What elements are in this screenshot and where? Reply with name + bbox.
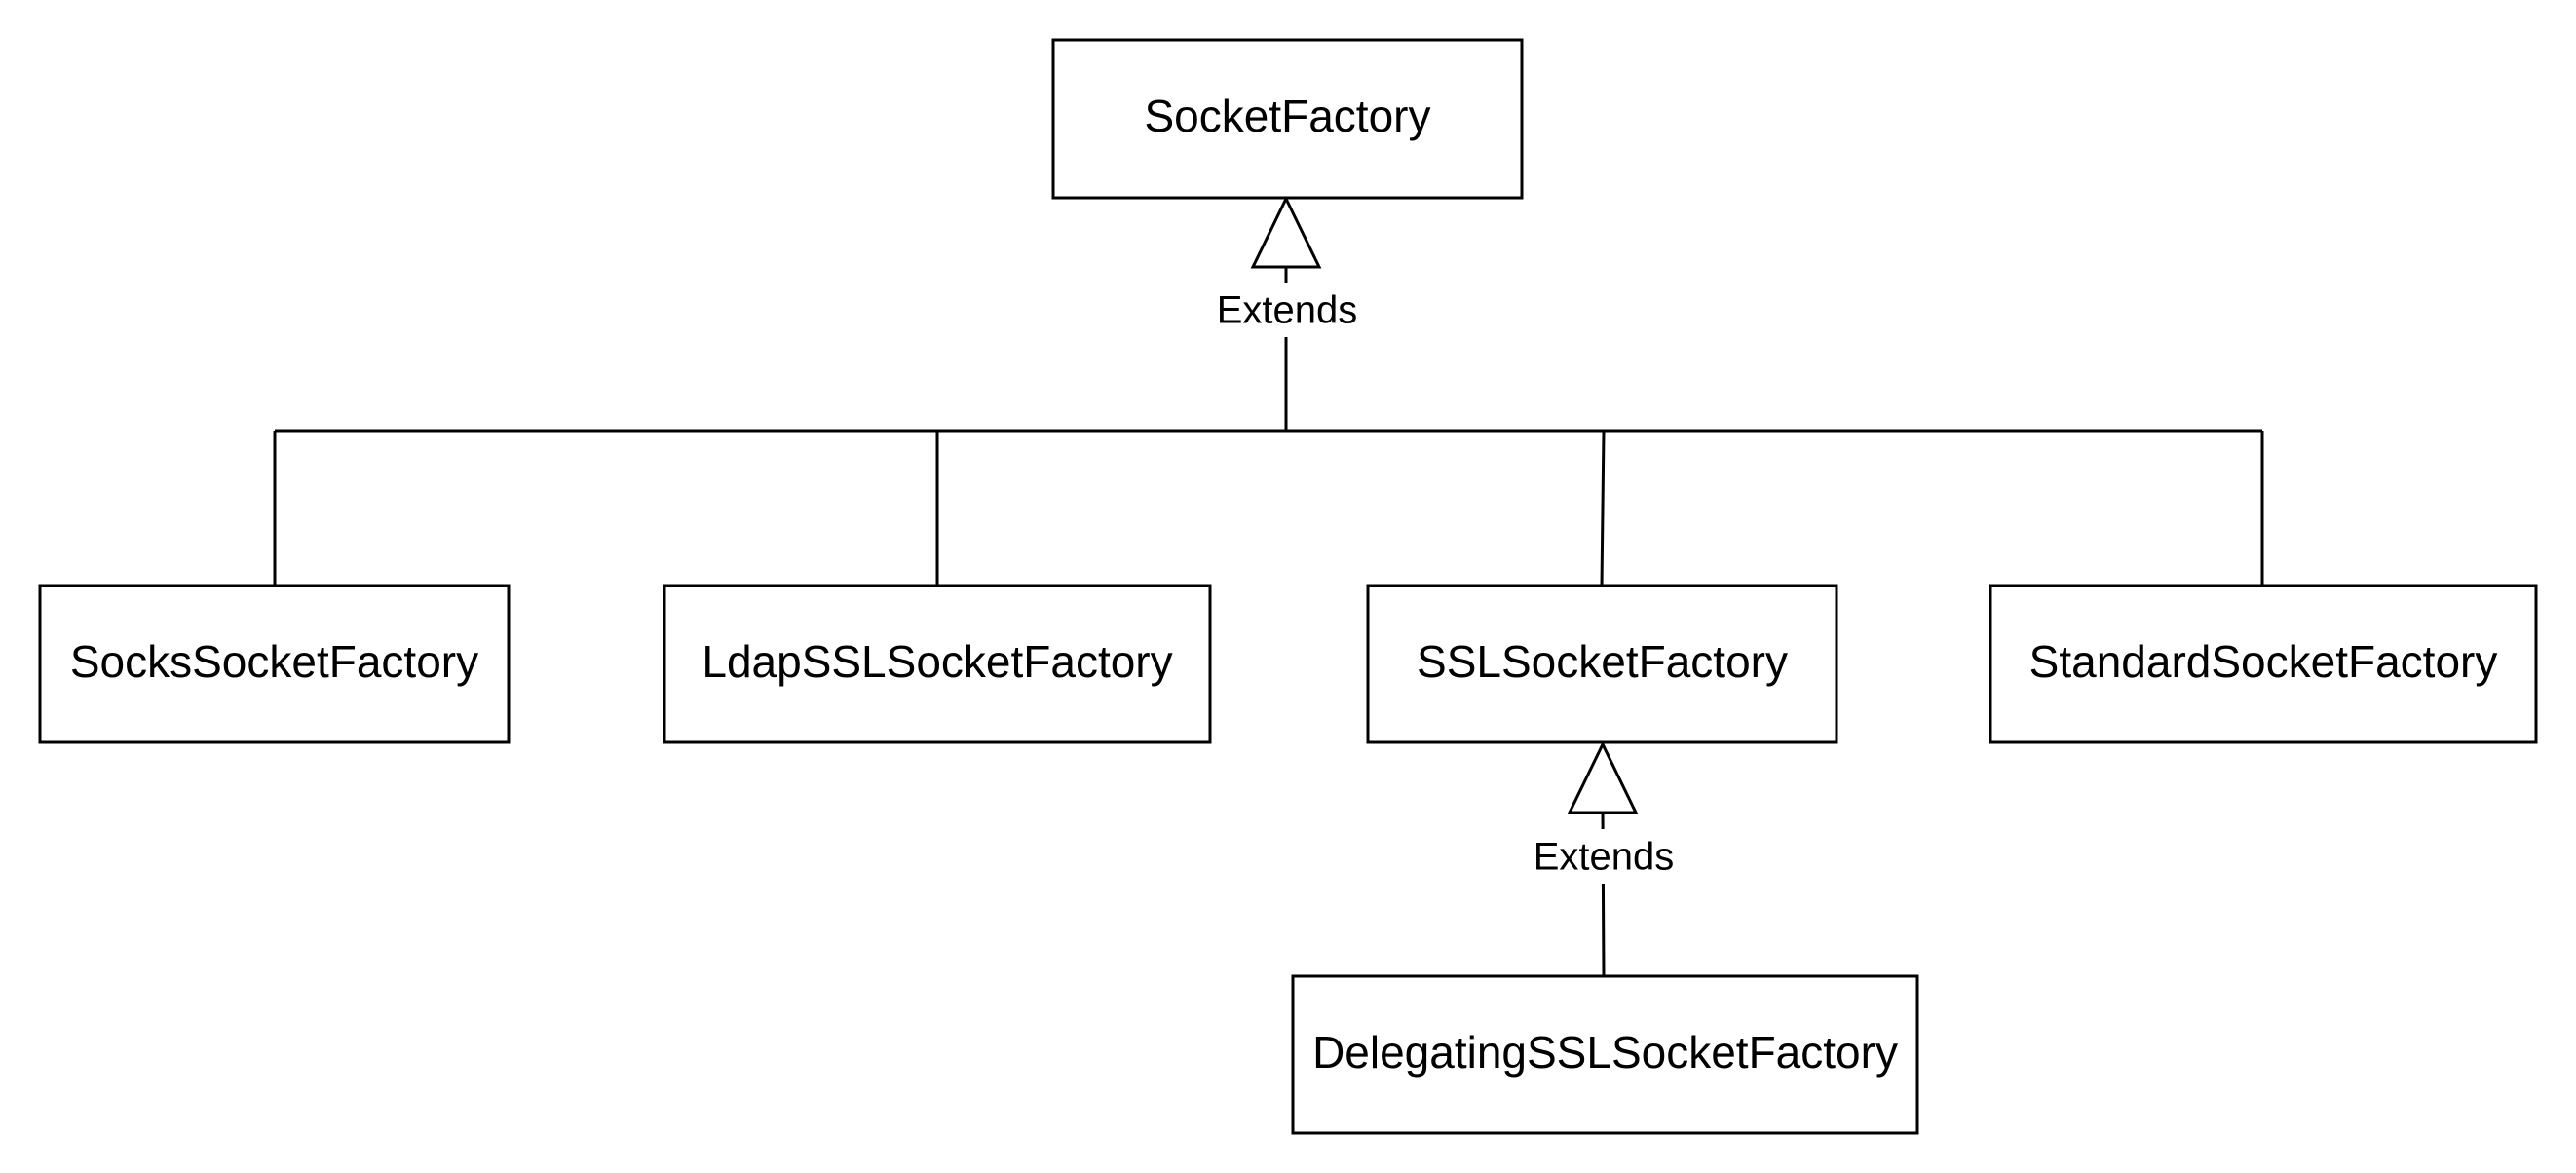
class-name: SocksSocketFactory [70,636,478,687]
class-box-delegatingsslsocketfactory: DelegatingSSLSocketFactory [1291,974,1919,1135]
extends-label: Extends [1217,289,1358,332]
class-box-ldapsslsocketfactory: LdapSSLSocketFactory [663,584,1212,744]
class-box-socketfactory: SocketFactory [1051,38,1524,200]
extends-arrow-socketfactory [1250,195,1322,269]
edge-label-extends-top: Extends [1204,283,1368,337]
edge-label-extends-ssl: Extends [1521,829,1685,884]
branch-ssl [1600,430,1606,586]
class-name: LdapSSLSocketFactory [701,636,1172,687]
class-name: StandardSocketFactory [2029,636,2498,687]
class-box-standardsocketfactory: StandardSocketFactory [1989,584,2538,744]
class-name: SocketFactory [1145,91,1431,141]
class-box-sslsocketfactory: SSLSocketFactory [1366,584,1838,744]
class-name: SSLSocketFactory [1417,636,1788,687]
extends-arrow-sslsocketfactory [1567,740,1639,814]
class-box-sockssocketfactory: SocksSocketFactory [38,584,511,744]
extends-label: Extends [1534,836,1675,879]
class-name: DelegatingSSLSocketFactory [1312,1027,1898,1078]
inheritance-connectors [273,263,2264,977]
